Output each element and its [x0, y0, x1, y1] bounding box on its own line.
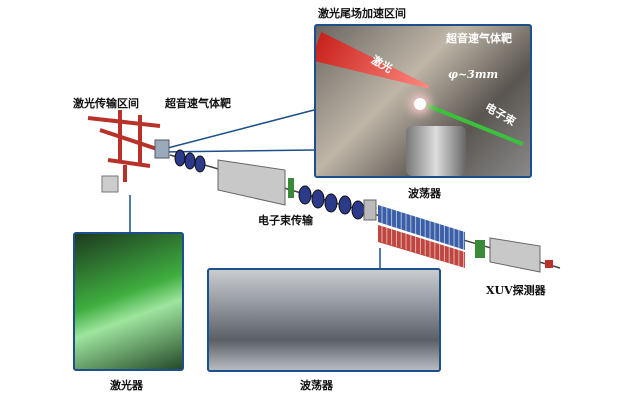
accel-region-label: 激光尾场加速区间 — [318, 7, 406, 20]
plasma-spot — [414, 98, 426, 110]
inset-connector-bottom — [159, 149, 315, 153]
undulator-photo — [207, 268, 441, 372]
xuv-detector-label: XUV探测器 — [486, 284, 546, 297]
undulator-entrance — [363, 199, 377, 221]
detector-port — [545, 260, 553, 268]
laser-box — [101, 175, 119, 193]
flange-2 — [475, 240, 485, 258]
undulator-magnets — [378, 205, 465, 268]
laser-photo-label: 激光器 — [110, 379, 143, 392]
gas-target-label: 超音速气体靶 — [165, 97, 231, 110]
laser-pipes — [87, 110, 161, 182]
undulator-label: 波荡器 — [408, 187, 441, 200]
gas-target-chamber — [154, 139, 170, 159]
laser-transport-label: 激光传输区间 — [73, 97, 139, 110]
electron-transport-label: 电子束传输 — [258, 214, 313, 227]
xuv-detector — [489, 237, 541, 273]
undulator-photo-label: 波荡器 — [300, 379, 333, 392]
inset-gas-target-label: 超音速气体靶 — [446, 32, 512, 45]
diameter-label: φ~3mm — [448, 68, 499, 81]
quadrupoles — [174, 149, 365, 220]
electron-beam-label: 电子束 — [482, 100, 518, 129]
flange — [288, 178, 294, 198]
nozzle — [406, 126, 466, 176]
electron-transport-chamber — [217, 159, 286, 206]
gas-target-photo: 激光 超音速气体靶 φ~3mm 电子束 — [314, 24, 532, 178]
laser-photo — [73, 232, 184, 371]
inset-connector-top — [159, 109, 315, 151]
